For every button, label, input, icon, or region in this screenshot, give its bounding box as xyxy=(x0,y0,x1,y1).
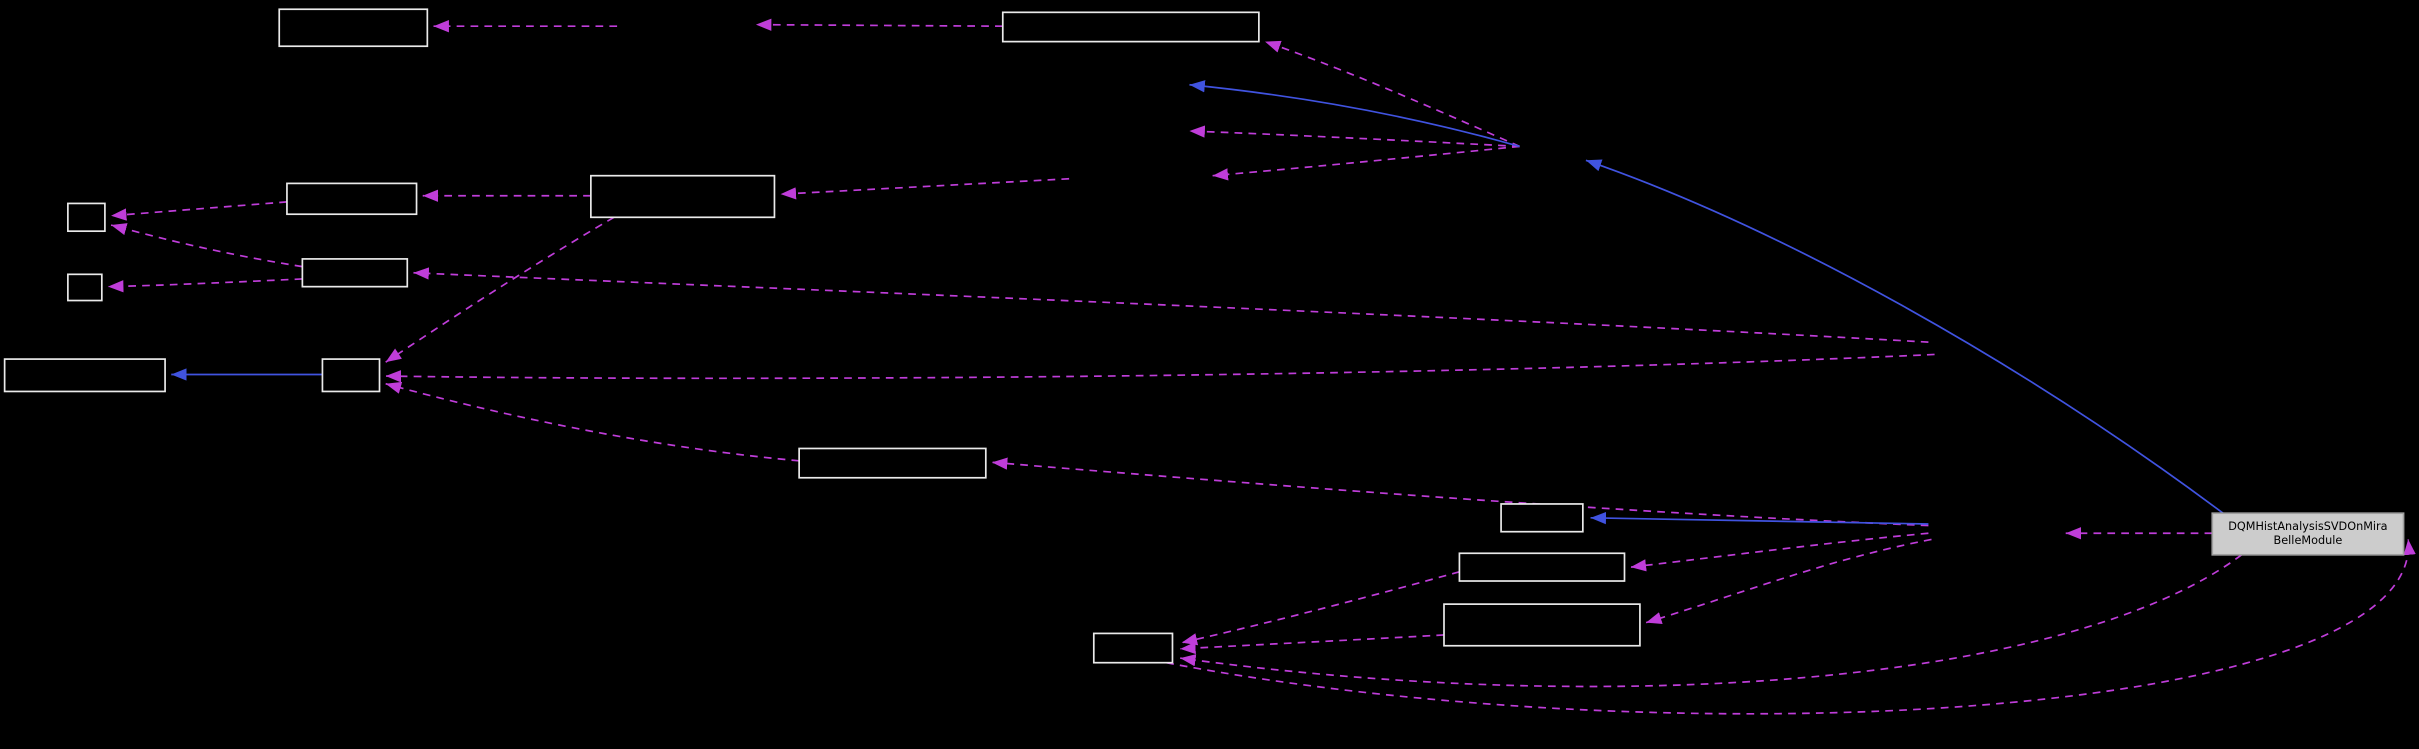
usage-edge xyxy=(780,177,1070,200)
highlighted-node-box[interactable] xyxy=(2211,512,2405,556)
class-node[interactable] xyxy=(321,358,381,393)
class-node[interactable] xyxy=(67,202,106,233)
class-node[interactable] xyxy=(1458,552,1626,582)
usage-edge xyxy=(107,278,303,293)
usage-edge xyxy=(1180,554,2243,688)
usage-edge xyxy=(385,353,1935,383)
inheritance-edge xyxy=(1590,511,1929,525)
class-node[interactable] xyxy=(67,273,103,302)
usage-edge xyxy=(755,18,1003,31)
usage-edge xyxy=(1189,125,1520,148)
class-node[interactable] xyxy=(1443,603,1641,647)
class-node[interactable] xyxy=(590,174,776,219)
dqm-hist-analysis-svd-on-mirabelle-node[interactable]: DQMHistAnalysisSVDOnMira BelleModule xyxy=(2211,512,2405,556)
class-nodes xyxy=(3,8,1641,664)
usage-edge xyxy=(385,216,615,363)
class-node[interactable] xyxy=(278,8,429,48)
usage-edge xyxy=(991,457,1929,527)
usage-edge xyxy=(1212,145,1520,181)
class-node[interactable] xyxy=(1001,11,1260,43)
usage-edges xyxy=(107,18,2416,715)
usage-edge xyxy=(1181,570,1460,646)
usage-edge xyxy=(111,201,288,221)
usage-edge xyxy=(1180,634,1445,655)
usage-edge xyxy=(385,381,800,462)
usage-edge xyxy=(110,223,303,268)
inheritance-edges xyxy=(171,80,2224,525)
inheritance-edge xyxy=(1585,159,2224,514)
class-node[interactable] xyxy=(1500,503,1584,533)
usage-edge xyxy=(1166,539,2416,715)
highlighted-node-label-line2: BelleModule xyxy=(2274,534,2343,547)
class-node[interactable] xyxy=(301,258,409,288)
class-node[interactable] xyxy=(286,182,418,216)
usage-edge xyxy=(413,267,1929,343)
inheritance-edge xyxy=(1189,80,1520,148)
class-node[interactable] xyxy=(798,447,987,479)
class-node[interactable] xyxy=(1092,632,1174,664)
highlighted-node-label-line1: DQMHistAnalysisSVDOnMira xyxy=(2228,520,2387,533)
usage-edge xyxy=(1264,40,1520,148)
class-node[interactable] xyxy=(3,358,166,393)
usage-edge xyxy=(1645,538,1932,624)
